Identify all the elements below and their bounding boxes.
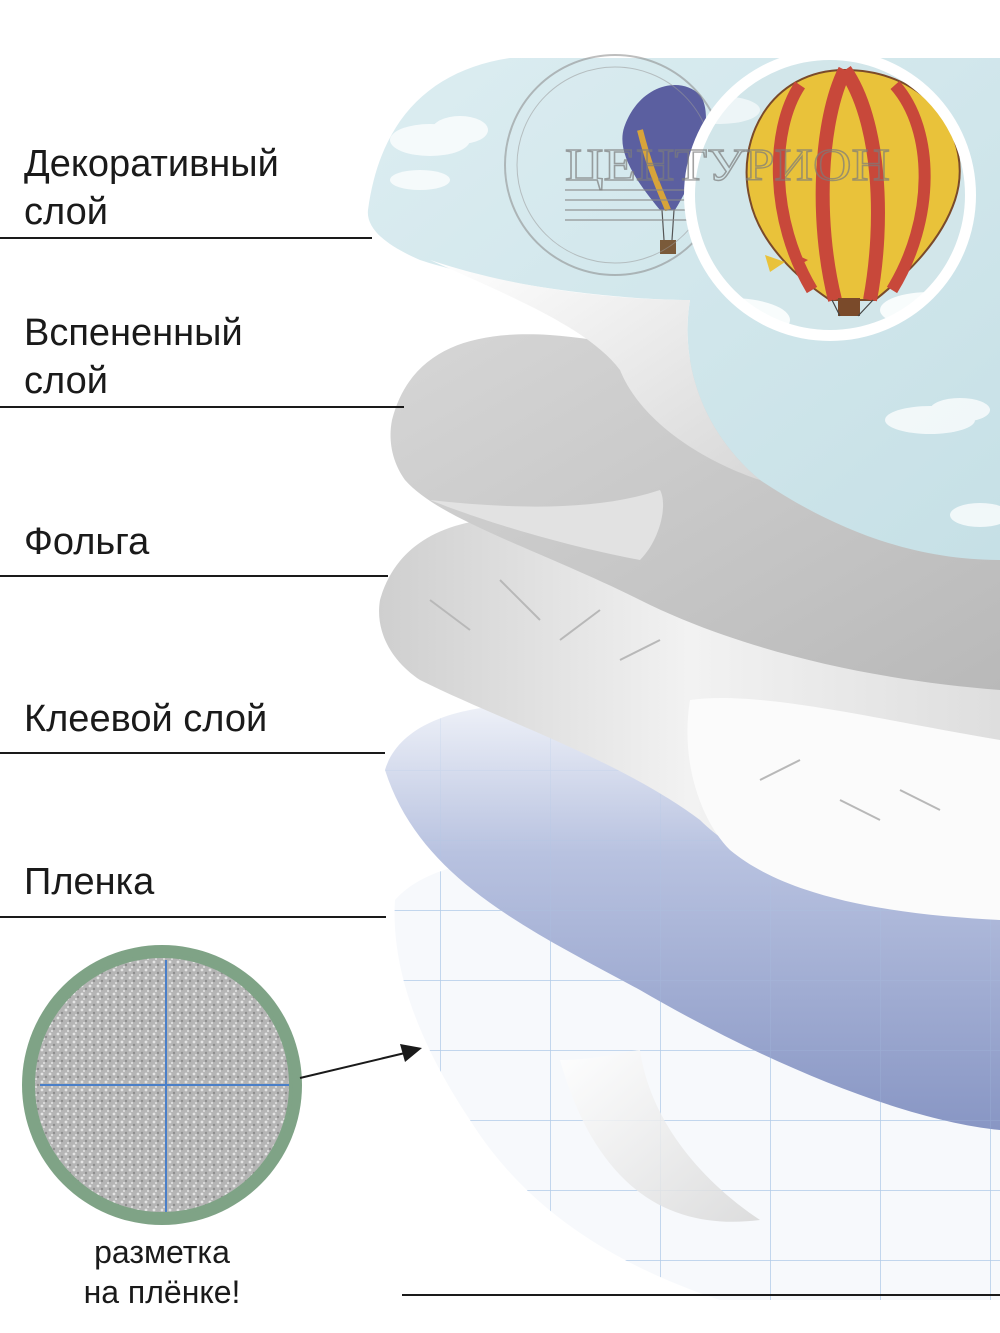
watermark-text: ЦЕНТУРИОН — [565, 139, 890, 190]
layer-rule-decorative — [0, 237, 372, 239]
layer-label-film: Пленка — [24, 861, 155, 903]
magnifier-circle-icon — [684, 49, 976, 341]
film-marking-callout — [22, 945, 302, 1225]
layer-rule-foil — [0, 575, 388, 577]
bottom-rule — [402, 1294, 1000, 1296]
layer-label-foam: Вспененный слой — [24, 312, 243, 402]
cloud-icon — [390, 116, 1000, 527]
arrow-icon — [299, 1044, 422, 1079]
layer-rule-film — [0, 916, 386, 918]
layer-label-adhesive: Клеевой слой — [24, 698, 268, 740]
layer-label-foil: Фольга — [24, 521, 150, 563]
layer-label-decorative: Декоративный слой — [24, 143, 279, 233]
layer-rule-adhesive — [0, 752, 385, 754]
callout-caption: разметка на плёнке! — [83, 1234, 241, 1310]
layer-rule-foam — [0, 406, 404, 408]
